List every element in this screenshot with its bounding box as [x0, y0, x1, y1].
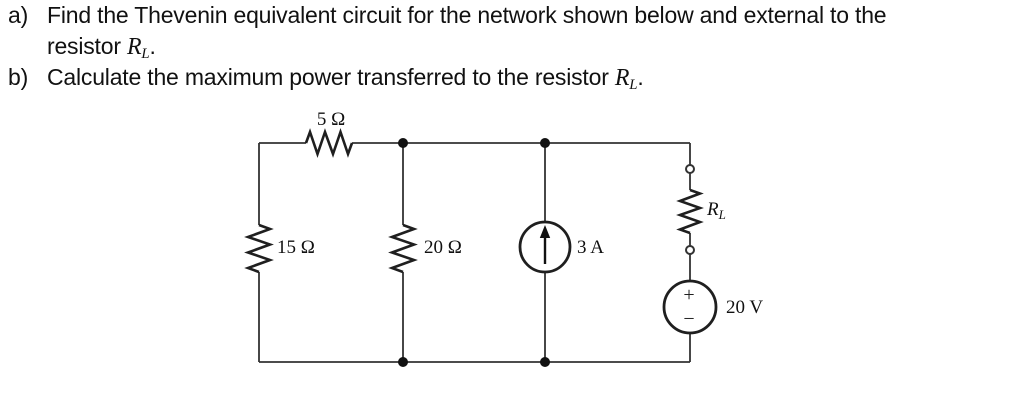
load-resistor-symbol: RL: [127, 34, 150, 63]
minus-sign-icon: −: [683, 308, 694, 330]
current-source-label: 3 A: [577, 237, 604, 258]
junction-dot: [398, 138, 408, 148]
load-resistor-symbol: RL: [614, 65, 638, 94]
circuit-wires: [258, 142, 691, 363]
resistor-zigzag-icon: [388, 223, 418, 274]
top-resistor-label: 5 Ω: [317, 109, 345, 130]
item-b-text: Calculate the maximum power transferred …: [47, 64, 644, 94]
plus-sign-icon: +: [683, 284, 694, 306]
item-a-text-line2: resistor RL.: [47, 33, 156, 63]
problem-line-a1: a) Find the Thevenin equivalent circuit …: [0, 2, 1024, 32]
load-resistor: RL: [676, 164, 726, 255]
problem-line-b: b) Calculate the maximum power transferr…: [0, 64, 1024, 94]
voltage-source: + − 20 V: [662, 279, 763, 335]
junction-dot: [540, 138, 550, 148]
problem-line-a2: resistor RL.: [0, 33, 1024, 63]
junction-dots: [398, 138, 550, 367]
up-arrow-icon: [539, 225, 551, 264]
item-a-text-line1: Find the Thevenin equivalent circuit for…: [47, 2, 887, 28]
resistor-zigzag-icon: [676, 188, 704, 235]
current-source: 3 A: [518, 220, 604, 274]
top-resistor: 5 Ω: [304, 109, 354, 159]
open-terminal-icon: [685, 164, 695, 174]
voltage-source-label: 20 V: [726, 297, 763, 318]
item-a-marker: a): [8, 2, 29, 28]
item-b-marker: b): [8, 64, 29, 90]
junction-dot: [540, 357, 550, 367]
left-resistor: 15 Ω: [244, 223, 315, 274]
resistor-zigzag-icon: [244, 223, 274, 274]
middle-resistor: 20 Ω: [388, 223, 462, 274]
left-resistor-label: 15 Ω: [277, 237, 315, 258]
load-resistor-label: RL: [706, 199, 726, 222]
resistor-zigzag-icon: [304, 127, 354, 159]
junction-dot: [398, 357, 408, 367]
voltage-source-circle: [662, 279, 718, 335]
open-terminal-icon: [685, 245, 695, 255]
middle-resistor-label: 20 Ω: [424, 237, 462, 258]
